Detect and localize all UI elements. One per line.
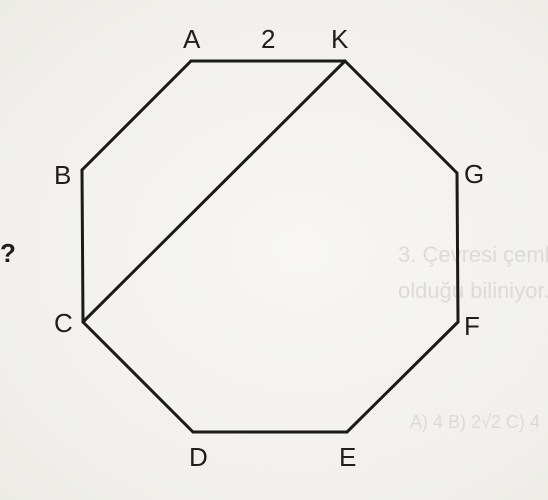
bleed-through-line-1: 3. Çevresi çemberinin pompan xyxy=(398,242,548,267)
vertex-label-f: F xyxy=(464,311,480,341)
bleed-through-line-2: olduğu biliniyor. öğrenildiğ xyxy=(398,278,548,303)
vertex-label-c: C xyxy=(54,308,73,338)
vertex-label-b: B xyxy=(54,160,71,190)
margin-question-mark: ? xyxy=(0,238,16,268)
edge-b-a xyxy=(80,59,193,172)
edge-k-g xyxy=(343,59,459,175)
vertex-label-a: A xyxy=(183,24,201,54)
edge-d-c xyxy=(81,320,195,434)
vertex-label-e: E xyxy=(339,442,356,472)
vertex-label-d: D xyxy=(189,442,208,472)
diagonal-c-k xyxy=(81,59,347,324)
bleed-through-line-3: A) 4 B) 2√2 C) 4 xyxy=(410,412,540,432)
edge-c-b xyxy=(80,168,85,324)
vertex-label-g: G xyxy=(464,159,484,189)
side-length-label: 2 xyxy=(261,24,275,54)
edge-g-f xyxy=(455,171,460,324)
vertex-label-k: K xyxy=(331,24,349,54)
edge-f-e xyxy=(345,320,460,434)
